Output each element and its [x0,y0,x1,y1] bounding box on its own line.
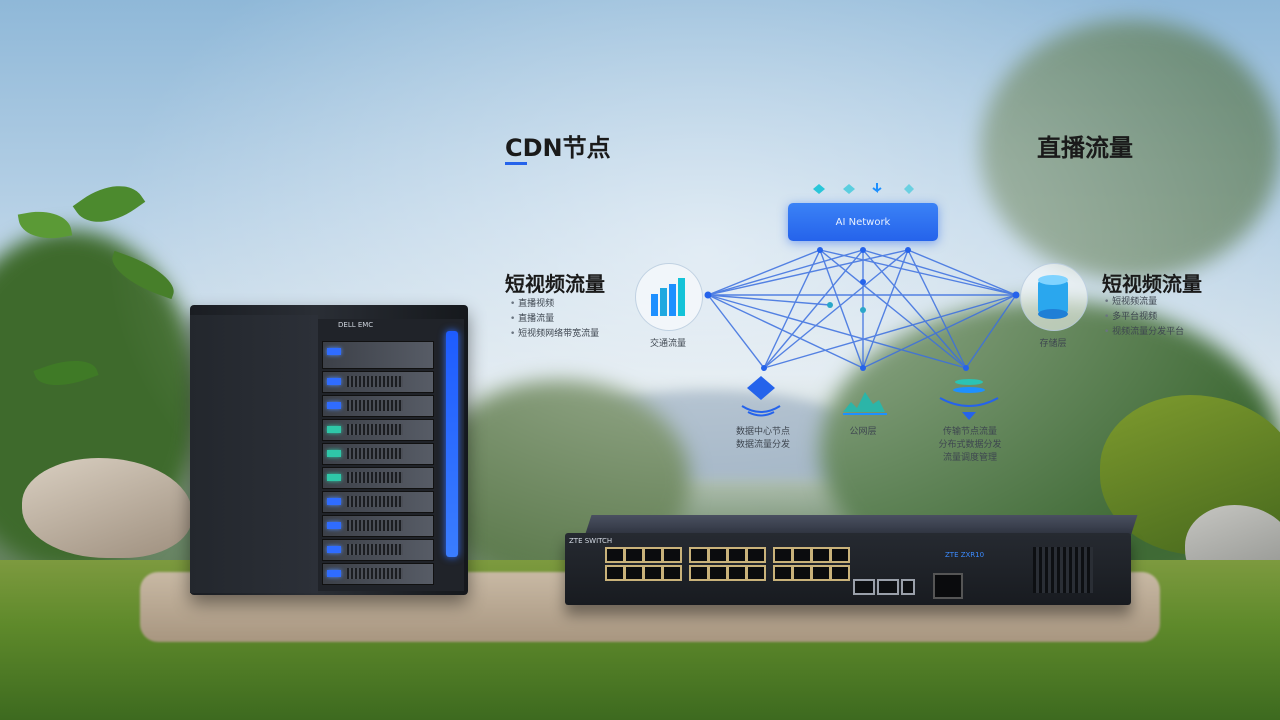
switch-front-panel: ZTE SWITCH ZTE ZXR10 [565,533,1131,605]
server-led [327,450,341,457]
ethernet-port [830,565,850,581]
server-led [327,546,341,553]
diamond-marker-icon [843,184,855,194]
server-blue-stripe [446,331,458,557]
database-cylinder-icon [1038,275,1068,319]
server-grill [347,520,403,531]
server-front-panel: DELL EMC [318,319,464,591]
server-grill [347,496,403,507]
network-switch: ZTE SWITCH ZTE ZXR10 [565,515,1138,607]
page-title: CDN节点 [505,134,611,162]
ai-network-hub: AI Network [788,203,938,241]
node-caption-1: 公网层 [849,427,877,437]
server-bay [322,539,434,561]
server-bay [322,515,434,537]
server-bay [322,395,434,417]
ethernet-port [746,547,766,563]
ethernet-port [662,565,682,581]
list-item: 短视频流量 [1104,295,1184,310]
right-heading: 短视频流量 [1102,272,1202,296]
list-item: 短视频网络带宽流量 [510,327,599,342]
server-led [327,570,341,577]
right-bullet-list: 短视频流量 多平台视频 视频流量分发平台 [1104,295,1184,340]
chart-icon-circle [635,263,703,331]
storage-icon-circle [1020,263,1088,331]
left-heading: 短视频流量 [505,272,605,296]
right-icon-caption: 存储层 [1039,339,1067,349]
switch-label: ZTE SWITCH [569,537,613,545]
arrow-down-icon [872,183,882,193]
server-bay [322,467,434,489]
server-led [327,426,341,433]
server-bay [322,341,434,369]
server-led [327,378,341,385]
server-bay [322,443,434,465]
waveform-icon [843,392,887,415]
left-bullet-list: 直播视频 直播流量 短视频网络带宽流量 [510,297,599,342]
ethernet-port [662,547,682,563]
list-item: 直播视频 [510,297,599,312]
list-item: 多平台视频 [1104,310,1184,325]
power-socket [933,573,963,599]
sfp-port [877,579,899,595]
diamond-signal-icon [741,376,781,417]
server-led [327,498,341,505]
diamond-marker-icon [904,184,914,194]
hub-label: AI Network [835,216,891,228]
server-tower: DELL EMC [190,305,468,595]
switch-vent [1033,547,1093,593]
server-led [327,402,341,409]
switch-brand-label: ZTE ZXR10 [945,551,985,559]
rock [22,458,192,558]
server-grill [347,448,403,459]
server-led [327,474,341,481]
server-grill [347,376,403,387]
right-title: 直播流量 [1037,134,1133,162]
server-bay [322,371,434,393]
title-accent-bar [505,162,527,165]
server-led [327,348,341,355]
left-icon-caption: 交通流量 [649,339,686,349]
server-bay [322,563,434,585]
broadcast-icon [939,379,999,420]
server-side-panel [190,315,318,593]
node-caption-0: 数据中心节点 数据流量分发 [735,427,790,450]
ethernet-port [746,565,766,581]
server-grill [347,568,403,579]
server-grill [347,544,403,555]
bar-chart-icon [651,278,685,316]
network-nodes [704,247,1020,371]
server-bay [322,491,434,513]
list-item: 直播流量 [510,312,599,327]
list-item: 视频流量分发平台 [1104,325,1184,340]
server-grill [347,400,403,411]
sfp-port [853,579,875,595]
server-led [327,522,341,529]
diamond-marker-icon [813,184,825,194]
server-label: DELL EMC [338,321,374,329]
node-caption-2: 传输节点流量 分布式数据分发 流量调度管理 [938,427,1002,463]
sfp-port [901,579,915,595]
server-grill [347,472,403,483]
ethernet-port [830,547,850,563]
server-bay [322,419,434,441]
server-grill [347,424,403,435]
